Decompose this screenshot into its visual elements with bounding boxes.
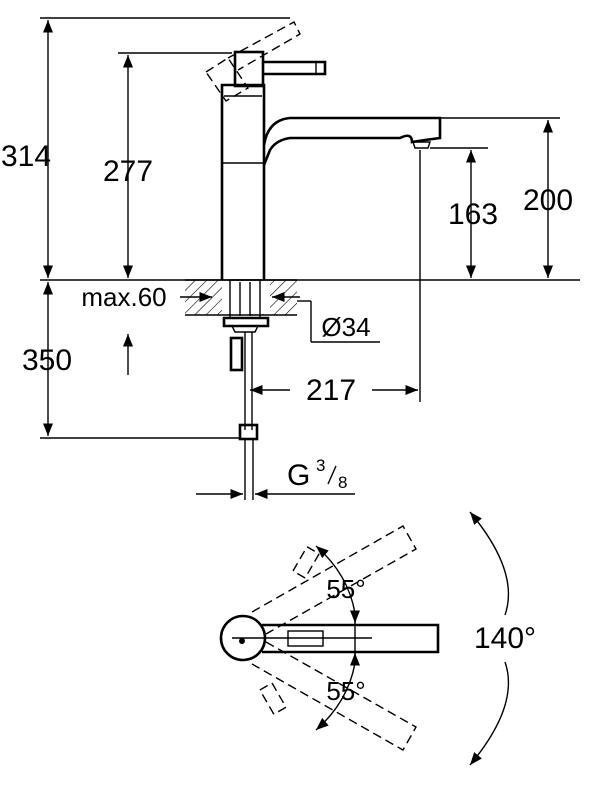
label-counter-thickness: max.60 [81,282,166,312]
label-total-height: 314 [1,140,51,173]
dim-hole-diameter: Ø34 [297,300,380,343]
dim-hose-length: 350 [22,282,240,439]
label-thread-prefix: G [287,459,310,492]
dim-spout-height: 277 [103,52,232,278]
angle-total: 140° [469,511,536,766]
label-spout-height: 277 [103,155,153,188]
dim-body-height: 200 [440,117,573,278]
label-aerator-height: 163 [448,198,498,231]
lever-tilt-outline [205,21,301,102]
dim-aerator-height: 163 [430,147,498,278]
label-angle-total: 140° [474,622,536,655]
spout-top [262,623,440,654]
angle-lower: 55° [315,653,366,731]
label-angle-lower: 55° [326,676,365,706]
label-thread-denominator: 8 [338,473,347,492]
angle-upper: 55° [315,545,366,623]
faucet-body [220,50,442,280]
label-angle-upper: 55° [326,574,365,604]
dim-thread: G 3 8 [196,456,355,500]
faucet-top-view: 55° 55° 140° [219,511,536,766]
dim-total-height: 314 [1,17,290,278]
label-hose-length: 350 [22,344,72,377]
label-body-height: 200 [523,184,573,217]
mounting-shank [222,279,270,500]
dim-reach: 217 [250,150,421,407]
label-thread-numerator: 3 [316,456,325,475]
faucet-side-view: 314 277 200 163 max.60 [1,17,580,500]
dim-counter-thickness: max.60 [81,282,300,312]
label-hole-diameter: Ø34 [321,312,370,342]
label-reach: 217 [306,374,356,407]
